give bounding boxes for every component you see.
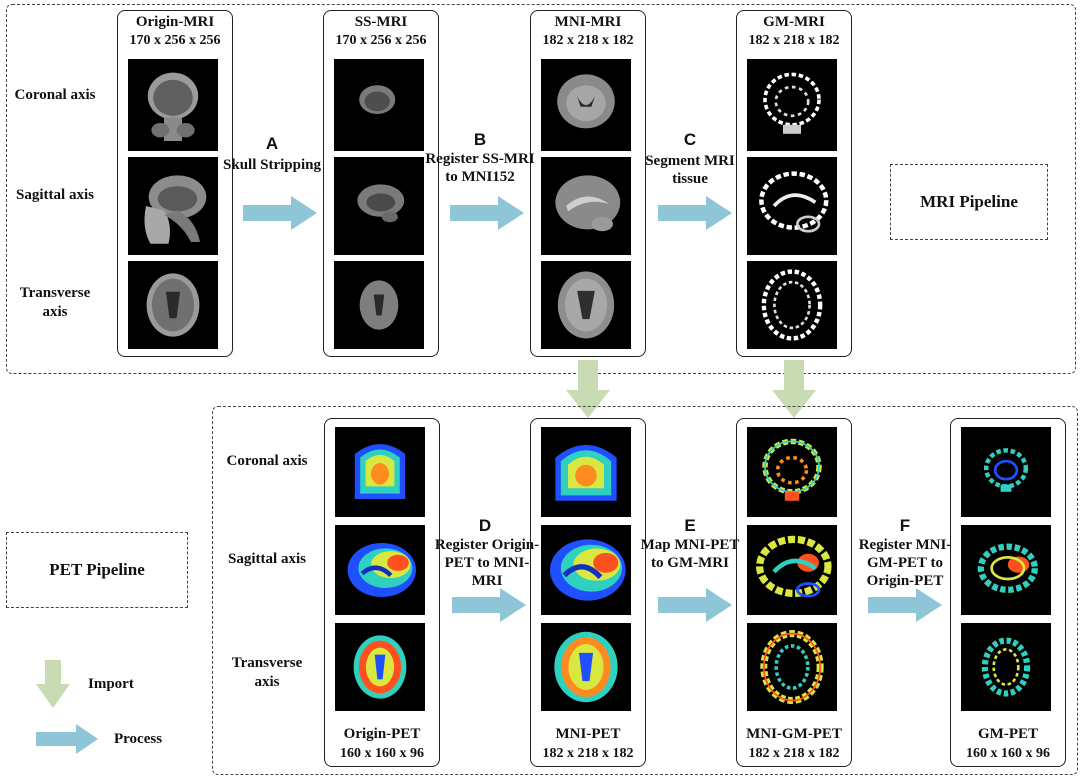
step-text-a: Skull Stripping bbox=[223, 157, 321, 173]
step-letter-b: B bbox=[473, 130, 487, 149]
panel-dims: 182 x 218 x 182 bbox=[542, 746, 634, 761]
pet-image-coronal bbox=[747, 427, 837, 517]
mri-axis-sagittal: Sagittal axis bbox=[16, 187, 94, 203]
step-text-c: Segment MRI tissue bbox=[645, 153, 735, 187]
import-arrow-mni bbox=[566, 360, 610, 418]
panel-origin-mri: Origin-MRI 170 x 256 x 256 bbox=[117, 10, 233, 357]
brain-image-coronal bbox=[334, 59, 424, 151]
pet-pipeline-label-text: PET Pipeline bbox=[49, 560, 145, 579]
panel-title: Origin-MRI bbox=[135, 14, 215, 30]
brain-image-coronal bbox=[128, 59, 218, 151]
step-letter-a: A bbox=[265, 134, 279, 153]
process-arrow-f bbox=[868, 588, 942, 622]
legend-process-label: Process bbox=[114, 731, 163, 747]
pet-image-sagittal bbox=[747, 525, 837, 615]
panel-dims: 182 x 218 x 182 bbox=[748, 746, 840, 761]
panel-dims: 160 x 160 x 96 bbox=[966, 746, 1050, 761]
process-arrow-d bbox=[452, 588, 526, 622]
pet-axis-sagittal: Sagittal axis bbox=[228, 551, 306, 567]
legend-import-arrow-icon bbox=[36, 660, 70, 708]
step-text-d: Register Origin-PET to MNI-MRI bbox=[434, 537, 540, 589]
process-arrow-c bbox=[658, 196, 732, 230]
step-text-b: Register SS-MRI to MNI152 bbox=[425, 151, 535, 185]
process-arrow-b bbox=[450, 196, 524, 230]
brain-image-sagittal bbox=[128, 157, 218, 255]
panel-title: MNI-PET bbox=[555, 726, 621, 742]
pet-axis-transverse: Transverse axis bbox=[231, 655, 303, 690]
brain-image-sagittal bbox=[747, 157, 837, 255]
pet-image-sagittal bbox=[541, 525, 631, 615]
panel-origin-pet: Origin-PET 160 x 160 x 96 bbox=[324, 418, 440, 767]
step-letter-f: F bbox=[899, 516, 911, 535]
process-arrow-a bbox=[243, 196, 317, 230]
pet-image-transverse bbox=[335, 623, 425, 711]
panel-dims: 170 x 256 x 256 bbox=[335, 33, 427, 48]
mri-axis-coronal: Coronal axis bbox=[14, 87, 96, 103]
mri-axis-transverse: Transverse axis bbox=[19, 285, 91, 320]
panel-title: MNI-GM-PET bbox=[746, 726, 842, 742]
panel-dims: 182 x 218 x 182 bbox=[542, 33, 634, 48]
brain-image-sagittal bbox=[334, 157, 424, 255]
brain-image-transverse bbox=[541, 261, 631, 349]
mri-pipeline-label-text: MRI Pipeline bbox=[920, 192, 1018, 211]
pet-image-sagittal bbox=[961, 525, 1051, 615]
panel-title: MNI-MRI bbox=[554, 14, 622, 30]
step-text-e: Map MNI-PET to GM-MRI bbox=[640, 537, 740, 571]
pet-axis-coronal: Coronal axis bbox=[226, 453, 308, 469]
panel-title: Origin-PET bbox=[343, 726, 421, 742]
step-letter-c: C bbox=[683, 130, 697, 149]
panel-dims: 170 x 256 x 256 bbox=[129, 33, 221, 48]
pet-pipeline-label: PET Pipeline bbox=[6, 532, 188, 608]
legend-process-arrow-icon bbox=[36, 724, 98, 754]
pet-image-transverse bbox=[541, 623, 631, 711]
import-arrow-gm bbox=[772, 360, 816, 418]
panel-dims: 182 x 218 x 182 bbox=[748, 33, 840, 48]
mri-pipeline-label: MRI Pipeline bbox=[890, 164, 1048, 240]
legend-import-label: Import bbox=[88, 676, 134, 692]
brain-image-coronal bbox=[541, 59, 631, 151]
panel-gm-mri: GM-MRI 182 x 218 x 182 bbox=[736, 10, 852, 357]
panel-gm-pet: GM-PET 160 x 160 x 96 bbox=[950, 418, 1066, 767]
panel-ss-mri: SS-MRI 170 x 256 x 256 bbox=[323, 10, 439, 357]
step-letter-d: D bbox=[478, 516, 492, 535]
pet-pipeline-section bbox=[212, 406, 1078, 775]
panel-mni-mri: MNI-MRI 182 x 218 x 182 bbox=[530, 10, 646, 357]
pet-image-transverse bbox=[961, 623, 1051, 711]
panel-mni-pet: MNI-PET 182 x 218 x 182 bbox=[530, 418, 646, 767]
pet-image-coronal bbox=[335, 427, 425, 517]
panel-dims: 160 x 160 x 96 bbox=[340, 746, 424, 761]
pet-image-coronal bbox=[541, 427, 631, 517]
brain-image-transverse bbox=[334, 261, 424, 349]
step-letter-e: E bbox=[684, 516, 696, 535]
brain-image-coronal bbox=[747, 59, 837, 151]
brain-image-transverse bbox=[747, 261, 837, 349]
mri-pipeline-section bbox=[6, 4, 1076, 374]
step-text-f: Register MNI-GM-PET to Origin-PET bbox=[858, 537, 952, 589]
panel-title: GM-MRI bbox=[763, 14, 825, 30]
process-arrow-e bbox=[658, 588, 732, 622]
brain-image-sagittal bbox=[541, 157, 631, 255]
panel-mni-gm-pet: MNI-GM-PET 182 x 218 x 182 bbox=[736, 418, 852, 767]
pet-image-sagittal bbox=[335, 525, 425, 615]
panel-title: SS-MRI bbox=[354, 14, 408, 30]
panel-title: GM-PET bbox=[978, 726, 1038, 742]
pet-image-transverse bbox=[747, 623, 837, 711]
pet-image-coronal bbox=[961, 427, 1051, 517]
brain-image-transverse bbox=[128, 261, 218, 349]
